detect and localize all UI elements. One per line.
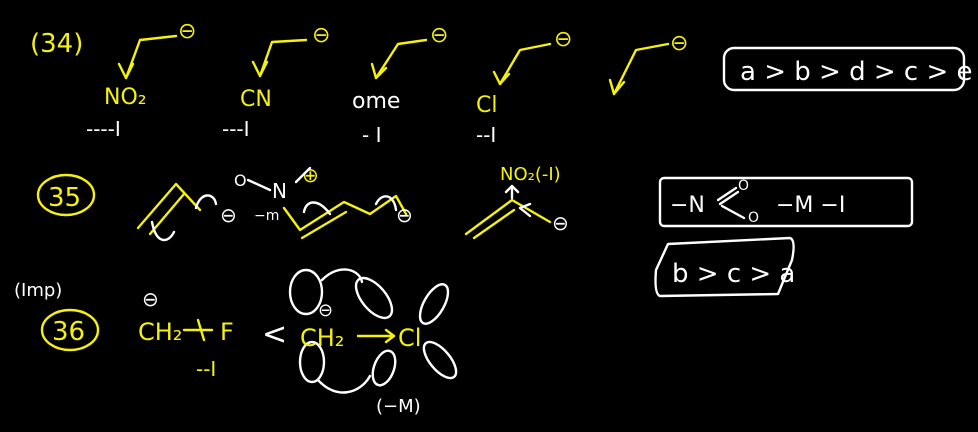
question-34: (34) ⊖ NO₂ ----I ⊖ CN ---I ⊖ ome - I — [30, 19, 973, 147]
q36-orbital-cl-1 — [354, 276, 394, 320]
q36-left-f: F — [220, 318, 234, 346]
q35-effect-labels: −M −I — [776, 193, 845, 218]
q34-d-arrow — [492, 70, 511, 86]
q34-option-e: ⊖ — [608, 31, 688, 96]
q34-d-effect: --I — [476, 123, 496, 147]
q35-b-double-bond — [300, 210, 348, 240]
q35-c-charge: ⊖ — [552, 211, 569, 235]
q35-option-b: O N ⊕ −m ⊖ — [234, 163, 413, 240]
q34-b-charge: ⊖ — [312, 23, 330, 48]
q35-effect-n: −N — [670, 193, 705, 218]
q34-e-charge: ⊖ — [670, 31, 688, 56]
q34-option-c: ⊖ ome - I — [352, 23, 448, 147]
q34-b-effect: ---I — [222, 117, 250, 141]
q35-number: 35 — [48, 183, 81, 213]
q36-orbital-bottom-left — [298, 340, 326, 384]
q36-orbital-cl-3 — [422, 340, 458, 380]
q35-effect-o-bottom: O — [748, 210, 759, 226]
q36-right-effect: (−M) — [376, 396, 421, 417]
q35-c-double-bond — [472, 208, 516, 240]
q36-right-arrow — [356, 328, 396, 344]
q34-a-effect: ----I — [86, 117, 121, 141]
q34-b-arrow — [251, 60, 269, 78]
q34-a-chain — [124, 34, 178, 80]
q36-right-charge: ⊖ — [318, 300, 333, 321]
question-35: 35 ⊖ O N ⊕ −m ⊖ NO₂(-I) — [36, 163, 914, 298]
q36-right-ch2: CH₂ — [300, 324, 344, 352]
q35-c-no2: NO₂(-I) — [500, 164, 561, 185]
q34-c-arrow — [370, 62, 388, 80]
q34-a-group: NO₂ — [104, 85, 147, 110]
q34-option-b: ⊖ CN ---I — [222, 23, 330, 141]
q36-orbital-cl-2 — [418, 283, 450, 325]
question-36: (Imp) 36 ⊖ CH₂ F --I < ⊖ CH₂ Cl (−M) — [14, 268, 458, 417]
q35-c-skeleton — [464, 198, 552, 236]
q34-e-chain — [612, 42, 670, 96]
q36-overlap-arrow-top — [320, 268, 364, 284]
q35-effect-box — [658, 176, 914, 228]
q35-b-n: N — [272, 179, 287, 203]
q35-c-arrow-up — [504, 184, 520, 200]
q34-a-charge: ⊖ — [178, 19, 196, 44]
q36-left-species: ⊖ CH₂ F --I — [138, 287, 234, 381]
q34-d-chain — [498, 42, 552, 86]
q34-d-charge: ⊖ — [554, 27, 572, 52]
q34-c-group: ome — [352, 89, 400, 114]
q36-orbital-top-left — [288, 268, 324, 316]
q35-a-charge: ⊖ — [220, 203, 237, 227]
q36-left-arrow — [182, 318, 214, 342]
q35-a-curved-arrow-2 — [150, 220, 176, 242]
q36-right-species: ⊖ CH₂ Cl (−M) — [288, 268, 458, 417]
q34-answer-box — [722, 46, 966, 92]
q34-d-group: Cl — [476, 93, 497, 118]
q34-b-chain — [258, 38, 308, 78]
q35-a-double-bond — [148, 192, 186, 236]
q34-c-effect: - I — [362, 123, 381, 147]
q35-b-n-o-bond — [294, 166, 312, 184]
q34-option-d: ⊖ Cl --I — [476, 27, 572, 147]
q35-b-o-left: O — [234, 171, 247, 190]
q35-c-arrow — [518, 202, 532, 218]
q35-b-curved-arrow-2 — [302, 201, 332, 216]
q35-answer-box — [654, 236, 795, 298]
q35-b-o-top: ⊕ — [302, 163, 319, 187]
q34-b-group: CN — [240, 87, 272, 112]
q34-option-a: ⊖ NO₂ ----I — [86, 19, 196, 141]
q35-b-skeleton — [282, 194, 408, 232]
q36-left-charge: ⊖ — [142, 287, 159, 311]
q36-number: 36 — [52, 317, 85, 347]
q35-option-a: ⊖ — [136, 182, 237, 242]
q36-note: (Imp) — [14, 280, 62, 301]
q35-option-c: NO₂(-I) ⊖ — [464, 164, 569, 240]
q35-a-skeleton — [136, 182, 202, 230]
q34-a-arrow — [117, 62, 135, 80]
q34-c-chain — [374, 38, 428, 80]
q36-overlap-arrow-bottom — [316, 374, 372, 394]
q35-b-charge: ⊖ — [396, 203, 413, 227]
q35-effect-bonds — [716, 186, 746, 220]
q34-answer: a > b > d > c > e — [740, 57, 973, 87]
q36-number-circle — [40, 308, 100, 352]
q35-b-minus-m: −m — [254, 208, 279, 224]
q36-left-ch2: CH₂ — [138, 318, 182, 346]
q34-c-charge: ⊖ — [430, 23, 448, 48]
q34-number: (34) — [30, 29, 83, 59]
q35-b-arrow-to-o — [246, 178, 272, 192]
q35-effect-o-top: O — [738, 178, 749, 194]
q35-a-curved-arrow-1 — [194, 194, 218, 210]
q35-number-circle — [36, 173, 96, 217]
q35-answer: b > c > a — [672, 259, 795, 289]
q36-orbital-cl-4 — [371, 349, 397, 387]
q34-e-arrow — [608, 78, 626, 96]
q35-b-curved-arrow-1 — [374, 195, 398, 212]
q36-comparison: < — [262, 317, 287, 352]
q36-right-cl: Cl — [398, 324, 421, 352]
q36-left-effect: --I — [196, 357, 216, 381]
